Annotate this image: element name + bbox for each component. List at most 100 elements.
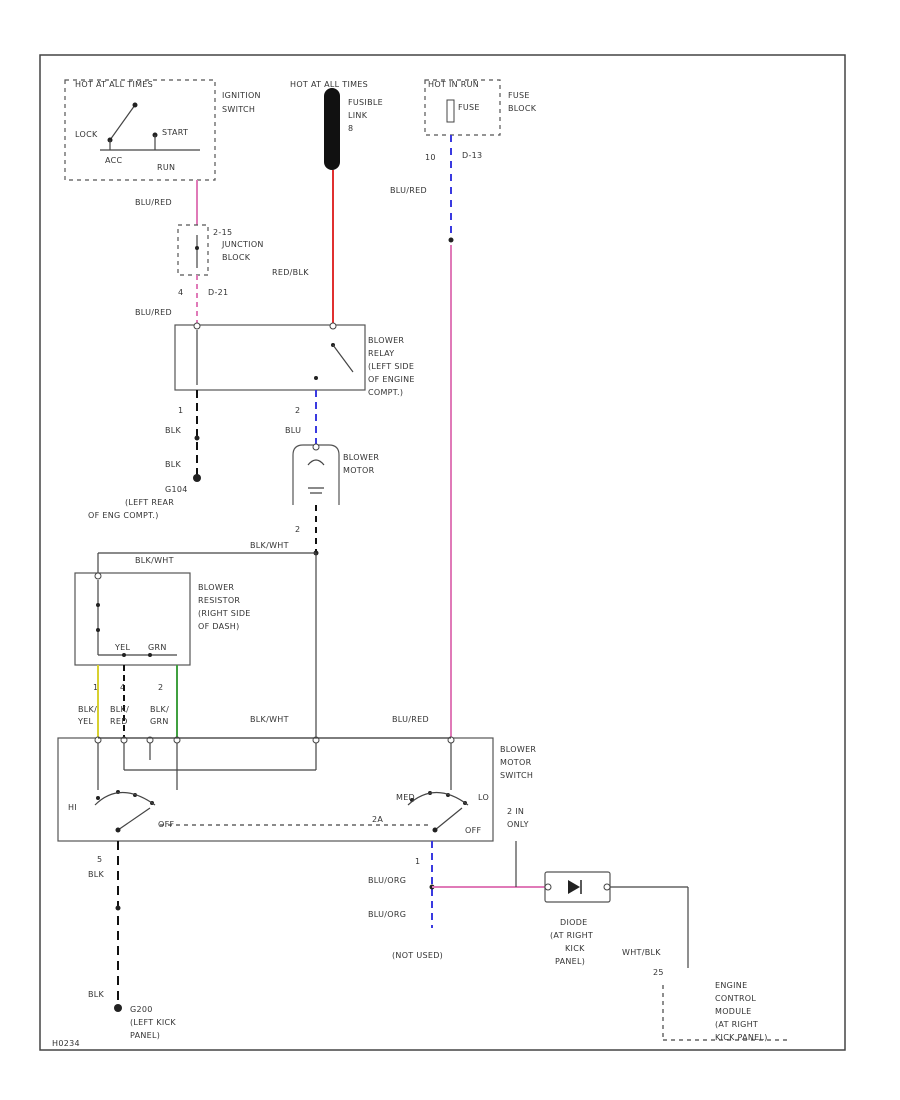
diode: DIODE (AT RIGHT KICK PANEL) [544, 871, 611, 966]
wire-label-blu-org-2: BLU/ORG [368, 910, 406, 919]
resistor-wires: 1 4 2 BLK/ YEL BLK/ RED BLK/ GRN [77, 665, 178, 738]
wire-label-blu: BLU [285, 426, 301, 435]
wire-label-blk-3: BLK [88, 870, 105, 879]
resistor-label-1: BLOWER [198, 583, 234, 592]
diode-label-1: DIODE [560, 918, 588, 927]
switch-lo: LO [478, 793, 489, 802]
resistor-label-3: (RIGHT SIDE [198, 609, 251, 618]
motor-pin: 2 [295, 525, 300, 534]
diode-label-2: (AT RIGHT [550, 931, 593, 940]
fuse-block: HOT IN RUN FUSE FUSE BLOCK 10 D-13 [424, 79, 537, 162]
junction-label-2: BLOCK [222, 253, 251, 262]
switch-off2: OFF [465, 826, 481, 835]
ground1-label-3: OF ENG COMPT.) [88, 511, 159, 520]
fusible-label-2: FUSIBLE [348, 98, 383, 107]
diagram-frame [39, 54, 846, 1051]
ecm-label-4: (AT RIGHT [715, 1020, 758, 1029]
blower-motor-switch: HI OFF MED LO 2A OFF BLOWER MOTOR SWITCH… [57, 736, 536, 842]
junction-conn: D-21 [208, 288, 228, 297]
wire-label-blk-4: BLK [88, 990, 105, 999]
fuse-pin-top: 10 [425, 153, 436, 162]
ignition-label-1: IGNITION [222, 91, 261, 100]
res-wire-1b: YEL [77, 717, 94, 726]
ecm-label-5: KICK PANEL) [715, 1033, 768, 1042]
res-wire-2b: RED [110, 717, 128, 726]
ground2-label-2: (LEFT KICK [130, 1018, 176, 1027]
switch-pin5: 5 [97, 855, 102, 864]
ignition-switch: HOT AT ALL TIMES IGNITION SWITCH LOCK ST… [64, 79, 261, 181]
junction-pin-bottom: 4 [178, 288, 183, 297]
ecm-label-3: MODULE [715, 1007, 752, 1016]
diode-label-4: PANEL) [555, 957, 585, 966]
res-pin-3: 2 [158, 683, 163, 692]
switch-med: MED [396, 793, 415, 802]
ground2-label-3: PANEL) [130, 1031, 160, 1040]
fusible-link: HOT AT ALL TIMES FUSIBLE LINK 8 [290, 80, 383, 170]
fusible-label-1: HOT AT ALL TIMES [290, 80, 368, 89]
relay-label-3: (LEFT SIDE [368, 362, 414, 371]
res-wire-3b: GRN [150, 717, 169, 726]
ecm-pin: 25 [653, 968, 664, 977]
res-wire-2a: BLK/ [110, 705, 129, 714]
ecm-label-2: CONTROL [715, 994, 756, 1003]
switch-hi: HI [68, 803, 77, 812]
ignition-label-2: SWITCH [222, 105, 255, 114]
wire-label-blu-red-sw: BLU/RED [392, 715, 429, 724]
motor-label-2: MOTOR [343, 466, 375, 475]
res-pin-2: 4 [120, 683, 125, 692]
fuse-label-2: BLOCK [508, 104, 537, 113]
wire-label-blu-red-2: BLU/RED [135, 308, 172, 317]
fuse-fuse: FUSE [458, 103, 480, 112]
switch-label-3: SWITCH [500, 771, 533, 780]
switch-pin2-a: 2 IN [507, 807, 524, 816]
footer-code: H0234 [52, 1039, 80, 1048]
ground1-label-2: (LEFT REAR [125, 498, 174, 507]
resistor-label-4: OF DASH) [198, 622, 240, 631]
wire-label-blu-red-fuse: BLU/RED [390, 186, 427, 195]
ignition-header: HOT AT ALL TIMES [75, 80, 153, 89]
switch-label-2: MOTOR [500, 758, 532, 767]
fusible-label-4: 8 [348, 124, 353, 133]
fuse-pin-conn: D-13 [462, 151, 482, 160]
relay-pin2: 2 [295, 406, 300, 415]
junction-label-1: JUNCTION [221, 240, 264, 249]
wire-label-blk-wht-2: BLK/WHT [250, 715, 289, 724]
motor-label-1: BLOWER [343, 453, 379, 462]
relay-label-5: COMPT.) [368, 388, 403, 397]
resistor-label-2: RESISTOR [198, 596, 240, 605]
switch-pin2-b: ONLY [507, 820, 529, 829]
relay-label-4: OF ENGINE [368, 375, 415, 384]
res-wire-1a: BLK/ [78, 705, 97, 714]
wire-label-blu-red-1: BLU/RED [135, 198, 172, 207]
resistor-grn: GRN [148, 643, 167, 652]
ground-g200: G200 (LEFT KICK PANEL) [130, 1005, 176, 1040]
resistor-yel: YEL [114, 643, 131, 652]
ground1-label-1: G104 [165, 485, 188, 494]
wire-label-blu-org-1: BLU/ORG [368, 876, 406, 885]
switch-pin1: 1 [415, 857, 420, 866]
ignition-acc: ACC [105, 156, 123, 165]
fuse-header: HOT IN RUN [428, 80, 479, 89]
relay-label-1: BLOWER [368, 336, 404, 345]
ignition-lock: LOCK [75, 130, 98, 139]
blower-motor: BLOWER MOTOR 2 [292, 443, 379, 534]
wire-label-wht-blk: WHT/BLK [622, 948, 661, 957]
wire-label-blk-wht-1: BLK/WHT [250, 541, 289, 550]
relay-label-2: RELAY [368, 349, 395, 358]
junction-block: 2-15 JUNCTION BLOCK 4 D-21 [177, 224, 264, 297]
diode-label-3: KICK [565, 944, 585, 953]
blower-resistor: BLOWER RESISTOR (RIGHT SIDE OF DASH) YEL… [74, 572, 251, 666]
fuse-label-1: FUSE [508, 91, 530, 100]
ground2-label-1: G200 [130, 1005, 153, 1014]
switch-m: 2A [372, 815, 383, 824]
blower-relay: BLOWER RELAY (LEFT SIDE OF ENGINE COMPT.… [174, 322, 415, 415]
ignition-start: START [162, 128, 188, 137]
relay-pin1: 1 [178, 406, 183, 415]
wire-label-blk-2: BLK [165, 460, 182, 469]
wire-label-blk-wht-res: BLK/WHT [135, 556, 174, 565]
res-wire-3a: BLK/ [150, 705, 169, 714]
ignition-run: RUN [157, 163, 175, 172]
wire-label-blk-1: BLK [165, 426, 182, 435]
switch-label-1: BLOWER [500, 745, 536, 754]
